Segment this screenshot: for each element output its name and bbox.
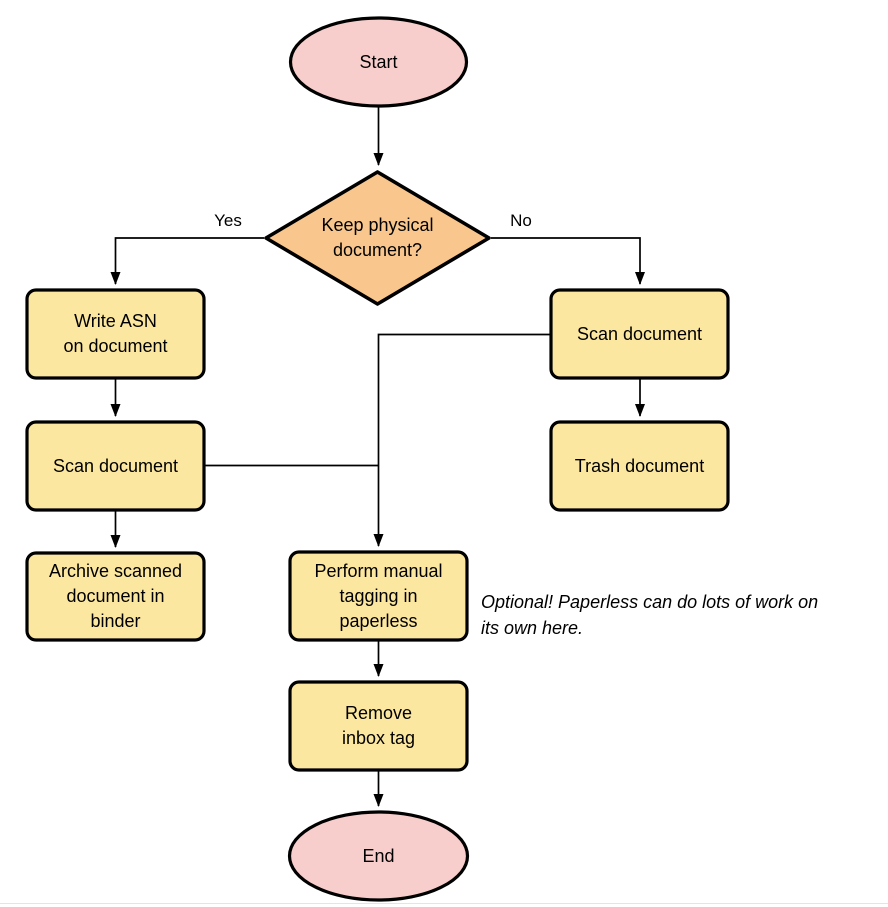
start-node-shape — [288, 16, 469, 108]
bottom-divider — [0, 903, 888, 904]
trash-node-shape — [549, 420, 730, 512]
connector-decision-yes — [110, 237, 264, 285]
write-asn-node-shape — [25, 288, 206, 380]
tagging-node-shape — [288, 550, 469, 642]
connector-decision-no — [491, 237, 645, 285]
remove-inbox-node-shape — [288, 680, 469, 772]
archive-node-shape — [25, 551, 206, 642]
decision-diamond-shape — [264, 170, 491, 306]
connector-scanright-to-tagging — [373, 333, 550, 547]
connectors — [110, 107, 645, 807]
scan-left-node-shape — [25, 420, 206, 512]
end-node-shape — [287, 810, 470, 902]
scan-right-node-shape — [549, 288, 730, 380]
